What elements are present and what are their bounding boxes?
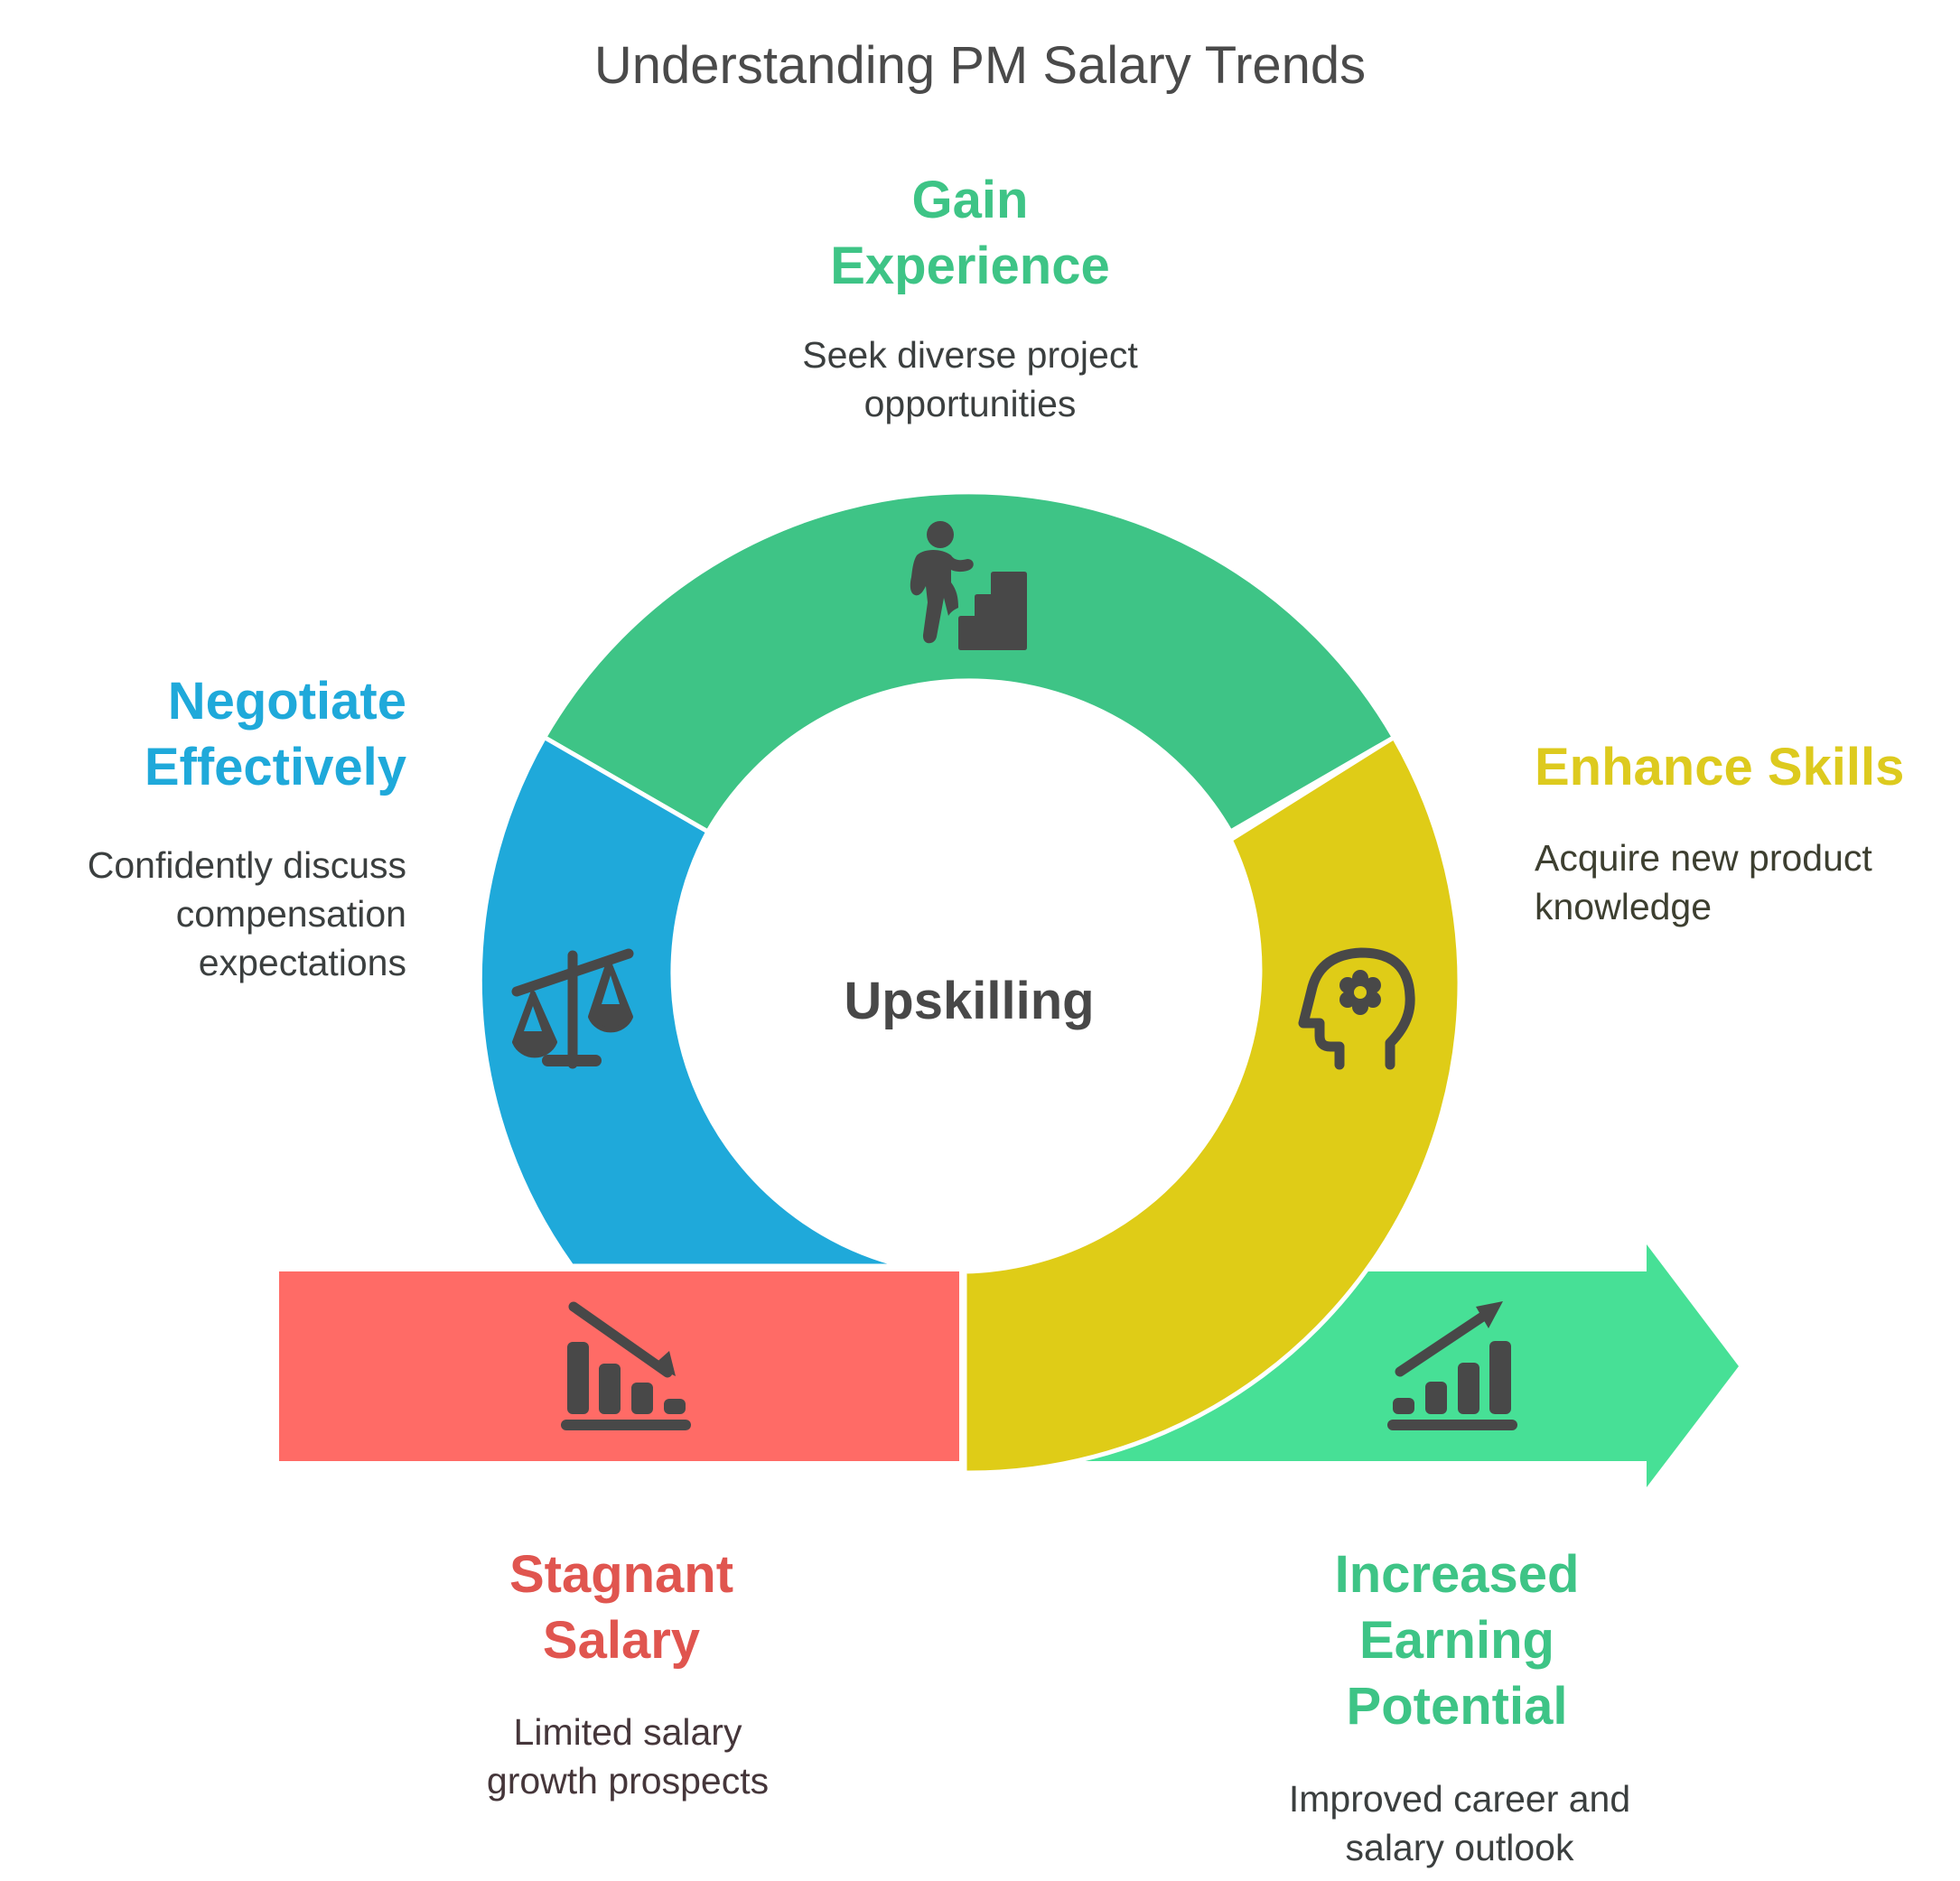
ring-segment-negotiate: [477, 734, 905, 1269]
increased-earning-heading: Increased Earning Potential: [1334, 1545, 1580, 1736]
stagnant-salary-description: Limited salary growth prospects: [486, 1711, 770, 1802]
rising-bar-chart-icon: [1387, 1301, 1517, 1430]
ring-segment-enhance-skills: [962, 734, 1462, 1476]
increased-earning-description: Improved career and salary outlook: [1288, 1778, 1631, 1868]
balance-scale-icon: [511, 948, 634, 1069]
enhance-skills-heading: Enhance Skills: [1535, 738, 1905, 796]
ring-segment-gain-experience: [541, 489, 1397, 835]
stagnant-salary-heading: Stagnant Salary: [509, 1545, 734, 1670]
enhance-skills-description: Acquire new product knowledge: [1535, 837, 1872, 927]
declining-bar-chart-icon: [561, 1301, 691, 1430]
heading-line: Experience: [830, 237, 1110, 295]
person-climbing-stairs-icon: [910, 521, 1027, 650]
gain-experience-description: Seek diverse project opportunities: [802, 334, 1138, 424]
gain-experience-heading: Gain Experience: [744, 167, 1196, 299]
negotiate-description: Confidently discuss compensation expecta…: [87, 844, 406, 983]
head-gear-icon: [1298, 947, 1415, 1070]
negotiate-heading: Negotiate Effectively: [144, 672, 406, 796]
center-label: Upskilling: [844, 972, 1095, 1030]
page-title: Understanding PM Salary Trends: [593, 36, 1367, 95]
heading-line: Gain: [911, 171, 1029, 229]
